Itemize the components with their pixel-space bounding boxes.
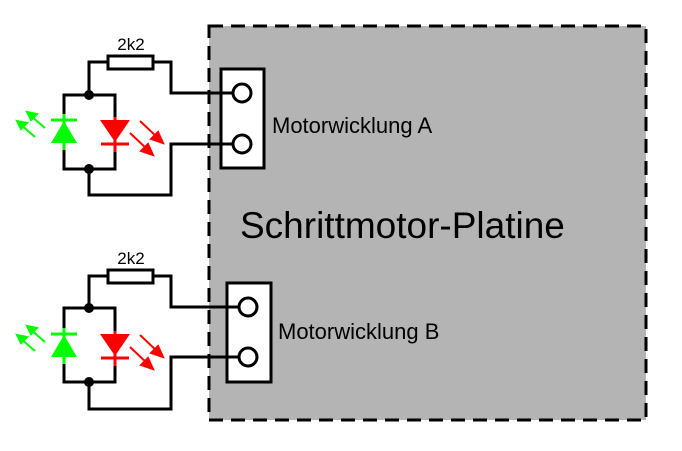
led-triangle — [51, 121, 77, 143]
led-triangle — [100, 334, 130, 356]
green-led — [15, 324, 77, 364]
board-area — [209, 26, 646, 420]
junction-dot — [84, 90, 94, 100]
board-dashed-border — [207, 24, 648, 422]
stepper-board: Schrittmotor-Platine — [207, 24, 648, 422]
terminal — [231, 82, 253, 104]
wire — [87, 142, 235, 197]
light-emission-arrows-icon — [129, 334, 165, 371]
red-led — [100, 331, 165, 371]
indicator-circuit-a: 2k2 — [15, 35, 253, 197]
junction-dot — [84, 377, 94, 387]
junction-dot — [84, 303, 94, 313]
terminal — [237, 296, 259, 318]
resistor — [106, 54, 155, 71]
wire — [87, 355, 241, 411]
green-led — [15, 110, 77, 150]
wire — [87, 274, 110, 310]
light-emission-arrows-icon — [15, 110, 46, 138]
resistor — [106, 268, 155, 285]
board-title: Schrittmotor-Platine — [240, 205, 565, 246]
terminal — [237, 346, 259, 368]
wire — [87, 60, 110, 97]
light-emission-arrows-icon — [15, 324, 46, 352]
resistor-label: 2k2 — [117, 35, 144, 54]
light-emission-arrows-icon — [129, 120, 165, 157]
junction-dot — [84, 164, 94, 174]
led-triangle — [51, 335, 77, 357]
winding-label-b: Motorwicklung B — [278, 319, 439, 344]
wire — [151, 60, 235, 95]
red-led — [100, 117, 165, 157]
resistor-label: 2k2 — [117, 249, 144, 268]
terminal — [231, 133, 253, 155]
wire — [151, 274, 241, 309]
indicator-circuit-b: 2k2 — [15, 249, 259, 411]
winding-label-a: Motorwicklung A — [272, 113, 433, 138]
led-triangle — [100, 120, 130, 142]
